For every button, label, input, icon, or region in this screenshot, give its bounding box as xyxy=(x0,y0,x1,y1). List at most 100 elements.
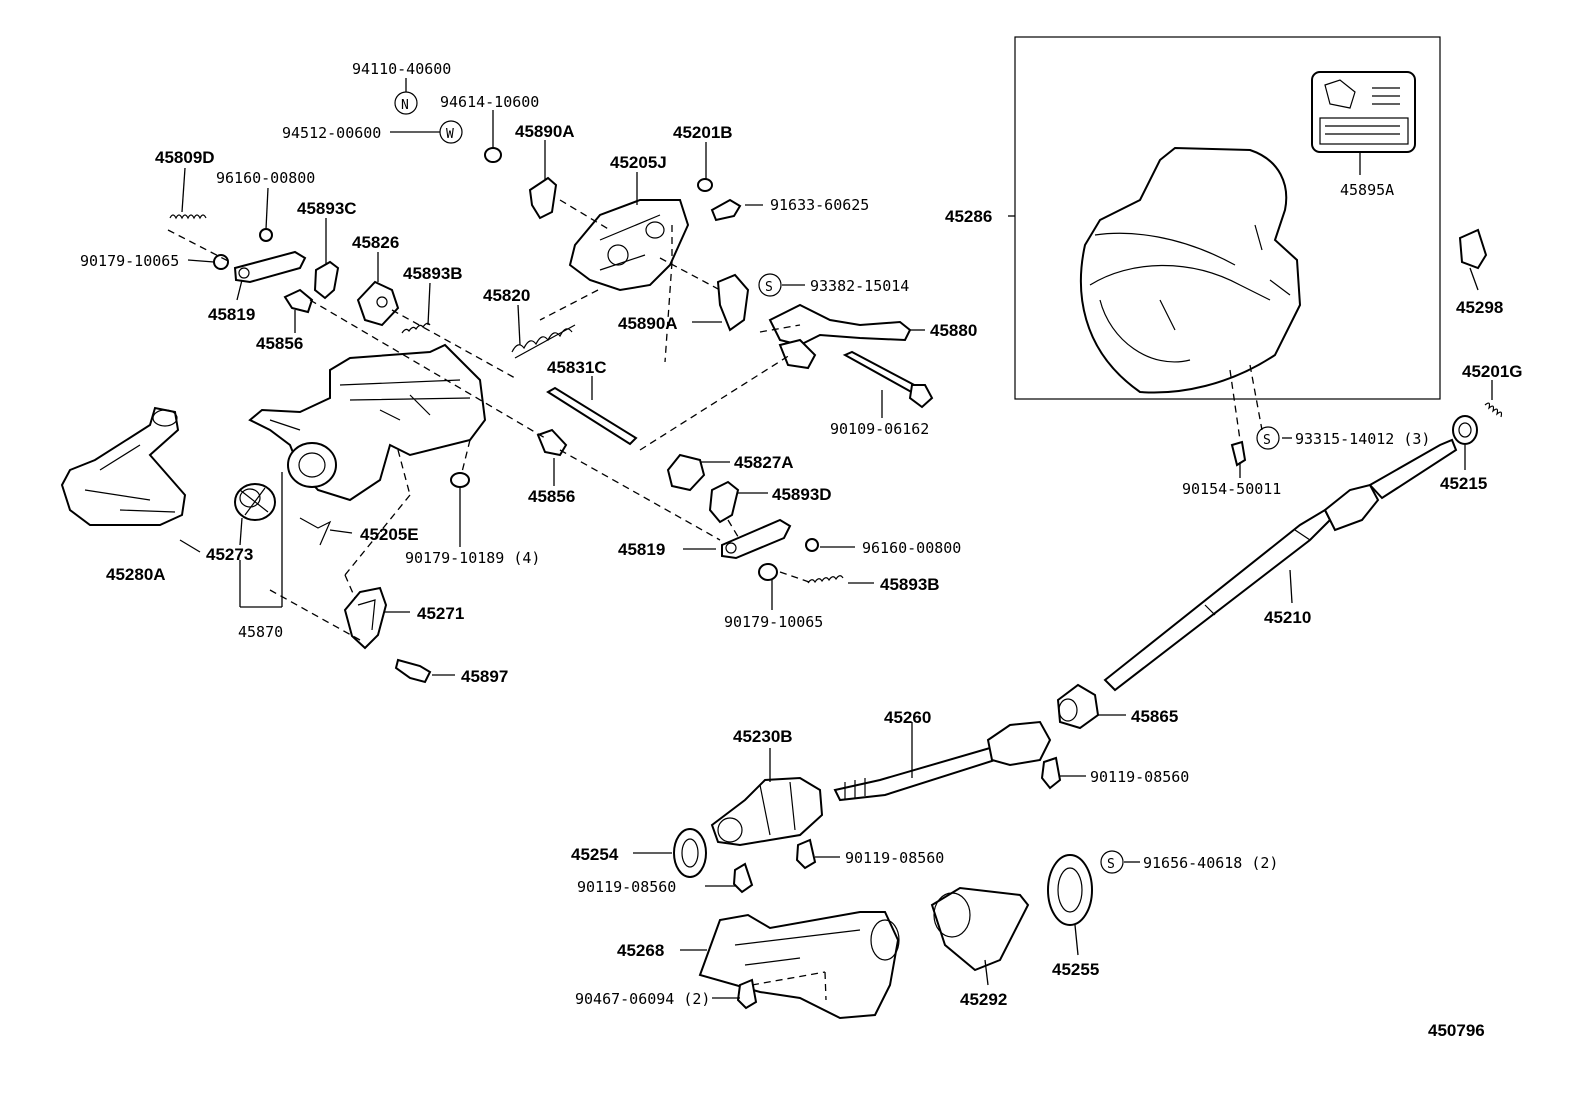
bolt-90109-06162 xyxy=(842,350,934,409)
callout-label: 45893D xyxy=(772,485,832,504)
callout-label: 45201G xyxy=(1462,362,1523,381)
spring-45820 xyxy=(511,324,576,359)
callout-label: 45205E xyxy=(360,525,419,544)
callout-label: 45895A xyxy=(1340,181,1394,199)
column-cover-lower-45268 xyxy=(698,911,900,1020)
callout-label: 45273 xyxy=(206,545,253,564)
svg-text:S: S xyxy=(1107,857,1115,872)
bracket-45205E xyxy=(299,517,332,546)
tilt-lever-45890A-upper xyxy=(528,176,558,220)
callout-labels: 94110-40600 94614-10600 94512-00600 4580… xyxy=(80,60,1523,1040)
callout-label: 45856 xyxy=(528,487,575,506)
nut-90179-10065-lower xyxy=(758,563,778,581)
column-tube-body xyxy=(248,343,487,502)
callout-label: 45890A xyxy=(618,314,678,333)
callout-label: 90109-06162 xyxy=(830,420,929,438)
callout-label: 45820 xyxy=(483,286,530,305)
spring-45809D xyxy=(169,214,207,220)
callout-label: 45280A xyxy=(106,565,166,584)
callout-label: 45268 xyxy=(617,941,664,960)
spring-45893B-upper xyxy=(401,322,431,334)
spring-45893B-lower xyxy=(807,575,844,584)
callout-label: 45890A xyxy=(515,122,575,141)
housing-45205J xyxy=(568,199,690,292)
svg-text:S: S xyxy=(765,280,773,295)
callout-label: 45819 xyxy=(208,305,255,324)
callout-label: 45292 xyxy=(960,990,1007,1009)
label-plate-part xyxy=(1311,71,1416,153)
callout-label: 90119-08560 xyxy=(577,878,676,896)
plate-45255 xyxy=(1047,854,1093,926)
callout-label: 90179-10065 xyxy=(724,613,823,631)
callout-label: 45856 xyxy=(256,334,303,353)
callout-label: 45271 xyxy=(417,604,464,623)
clip-96160-00800-lower xyxy=(805,538,819,552)
callout-label: 45893B xyxy=(403,264,463,283)
screw-90154-50011 xyxy=(1230,440,1247,467)
callout-label: 45880 xyxy=(930,321,977,340)
clip-96160-00800-upper xyxy=(259,228,273,242)
nut-94614-10600 xyxy=(484,147,502,163)
column-cover-part xyxy=(1080,146,1302,394)
callout-label: 94110-40600 xyxy=(352,60,451,78)
callout-label: 90467-06094 (2) xyxy=(575,990,710,1008)
s-marker-icon: S xyxy=(1100,850,1124,874)
callout-label: 94512-00600 xyxy=(282,124,381,142)
bolt-90119-08560-mid xyxy=(795,838,817,870)
seal-45254 xyxy=(673,828,707,878)
cam-45826 xyxy=(356,280,400,327)
callout-label: 45215 xyxy=(1440,474,1487,493)
tilt-lever-45890A-lower xyxy=(716,273,750,332)
callout-label: 45230B xyxy=(733,727,793,746)
main-shaft-45210 xyxy=(1103,438,1458,692)
pin-45856-left xyxy=(283,288,314,314)
callout-label: 45205J xyxy=(610,153,667,172)
support-45271 xyxy=(343,586,388,650)
bushing-45865 xyxy=(1056,683,1100,730)
callout-label: 90154-50011 xyxy=(1182,480,1281,498)
callout-label: 45827A xyxy=(734,453,794,472)
stopper-45827A xyxy=(666,453,706,492)
intermediate-shaft-45260 xyxy=(833,720,1052,802)
lever-45819-upper xyxy=(233,250,307,284)
bolt-90119-08560-left xyxy=(732,862,754,894)
nut-90179-10189 xyxy=(450,472,470,488)
pin-45856-center xyxy=(536,428,568,457)
callout-label: 91656-40618 (2) xyxy=(1143,854,1278,872)
callout-label: 45897 xyxy=(461,667,508,686)
lever-45880 xyxy=(768,303,912,370)
universal-joint-45230B xyxy=(710,776,824,847)
callout-label: 45260 xyxy=(884,708,931,727)
lever-45819-lower xyxy=(721,518,792,560)
callout-label: 45865 xyxy=(1131,707,1178,726)
s-marker-icon: S xyxy=(758,273,782,297)
callout-label: 45831C xyxy=(547,358,607,377)
callout-label: 45893B xyxy=(880,575,940,594)
callout-label: 45809D xyxy=(155,148,215,167)
callout-label: 96160-00800 xyxy=(216,169,315,187)
bolt-91633-60625 xyxy=(710,198,742,222)
callout-label: 45255 xyxy=(1052,960,1099,979)
callout-label: 45210 xyxy=(1264,608,1311,627)
callout-label: 45819 xyxy=(618,540,665,559)
callout-label: 45870 xyxy=(238,623,283,641)
bracket-45893D xyxy=(708,480,740,524)
bracket-45893C xyxy=(313,260,340,300)
callout-label: 45201B xyxy=(673,123,733,142)
nut-90179-10065-upper xyxy=(213,254,229,270)
leader-lines xyxy=(179,78,1493,999)
bushing-45273 xyxy=(234,483,276,521)
cover-45298 xyxy=(1458,228,1488,270)
bolt-90119-08560-right xyxy=(1040,756,1062,790)
diagram-id: 450796 xyxy=(1428,1021,1485,1040)
n-marker-icon: N xyxy=(394,91,418,115)
cover-inset-box: 45895A xyxy=(1014,36,1441,441)
callout-label: 45893C xyxy=(297,199,357,218)
callout-label: 45298 xyxy=(1456,298,1503,317)
bearing-45215 xyxy=(1452,415,1478,445)
callout-label: 91633-60625 xyxy=(770,196,869,214)
spring-45201G xyxy=(1484,402,1503,418)
shaft-45831C xyxy=(546,386,638,446)
svg-text:N: N xyxy=(401,98,409,113)
